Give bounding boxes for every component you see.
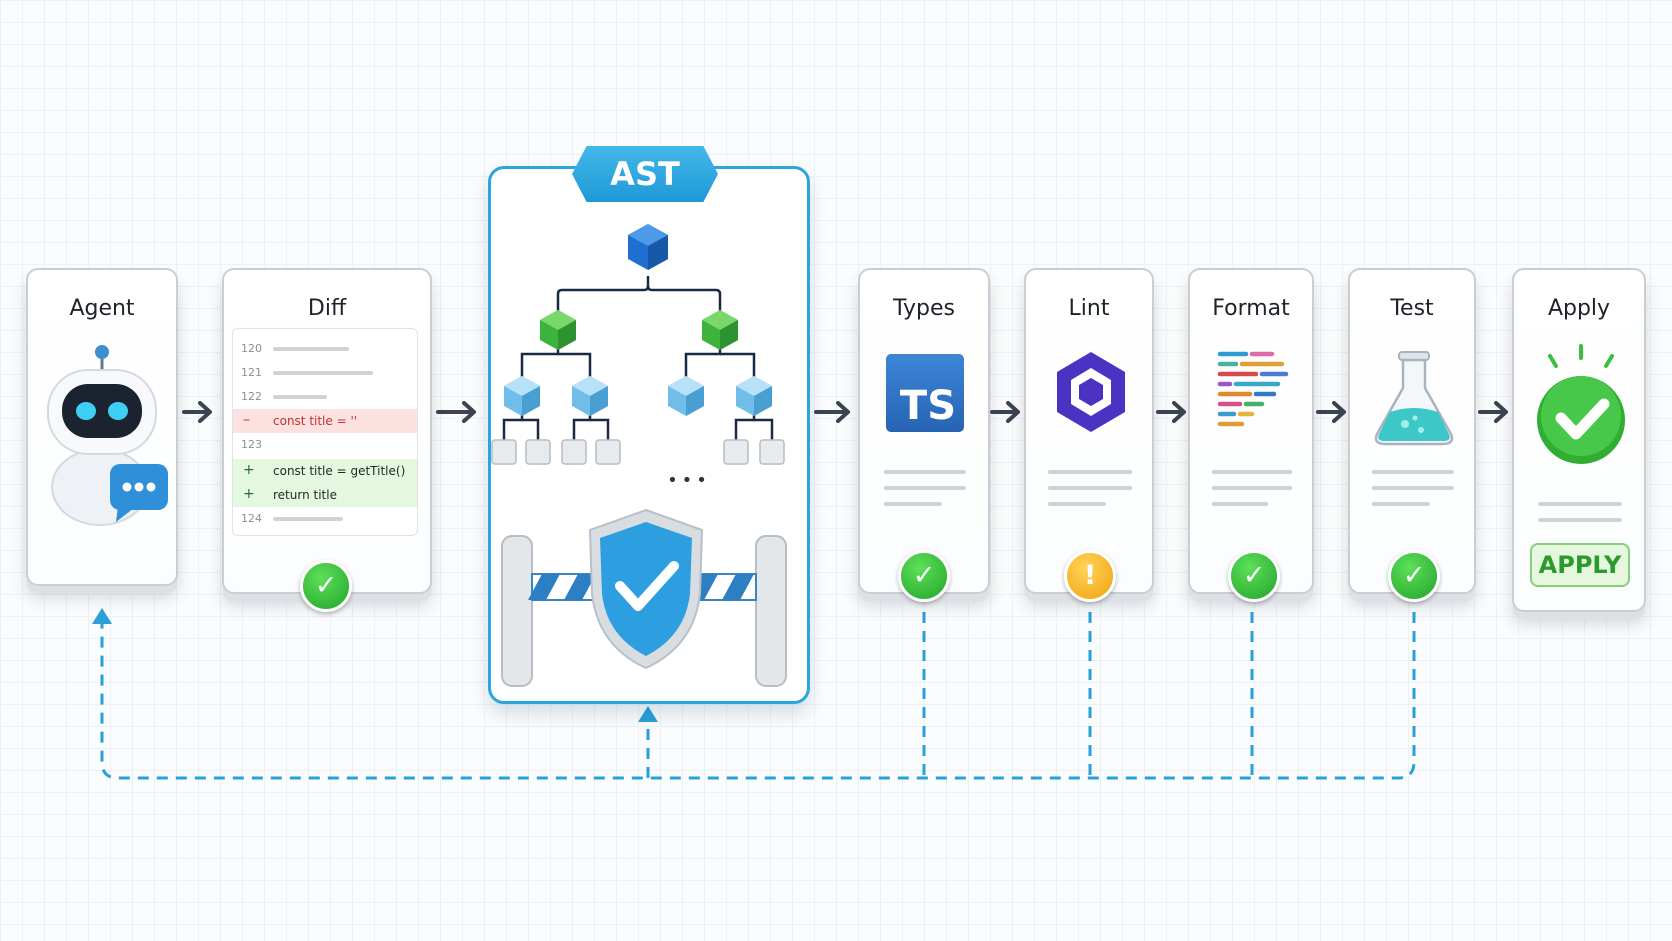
ast-leaf-node [668,376,704,416]
types-logo-text: TS [899,383,956,429]
format-title: Format [1212,296,1290,321]
types-card: Types TS [858,268,990,594]
ast-branch-node [702,310,738,350]
chat-bubble-icon [110,464,168,522]
test-card: Test [1348,268,1476,594]
check-circle-icon [1537,344,1625,464]
arrow-lint-format [1156,401,1186,423]
ast-leaf-node [736,376,772,416]
types-title: Types [893,296,955,321]
diff-status-check-icon: ✓ [300,560,352,612]
arrow-test-apply [1478,401,1508,423]
ast-leaf-node [572,376,608,416]
format-card: Format [1188,268,1314,594]
diff-line: 122 [233,385,417,409]
flow-arrows [182,401,1508,423]
code-lines-icon [1217,351,1289,427]
lint-status-warning-icon: ! [1064,550,1116,602]
diff-title: Diff [307,296,347,321]
apply-button[interactable]: APPLY [1530,543,1630,587]
format-status-check-icon: ✓ [1228,550,1280,602]
test-status-check-icon: ✓ [1388,550,1440,602]
robot-icon [47,345,168,526]
arrow-ast-types [814,401,850,423]
ast-terminal-nodes [491,439,785,465]
diff-line-added: +return title [233,483,417,507]
ast-branch-node [540,310,576,350]
arrow-types-lint [990,401,1020,423]
agent-title: Agent [69,296,135,321]
diff-line-removed: –const title = '' [233,409,417,433]
ast-title: AST [572,146,718,202]
diff-panel: 120 121 122 –const title = '' 123 +const… [232,328,418,536]
hexagon-icon [1057,352,1125,432]
diff-line: 120 [233,337,417,361]
arrow-diff-ast [436,401,476,423]
apply-title: Apply [1547,296,1611,321]
feedback-loop [100,612,1416,780]
ast-ellipsis: ••• [667,470,711,491]
ast-root-node [628,224,668,270]
lint-card: Lint [1024,268,1154,594]
arrow-format-test [1316,401,1346,423]
ast-tree-icon [491,224,787,687]
diff-line: 123 [241,438,262,451]
shield-check-icon [588,508,704,670]
lint-title: Lint [1068,296,1110,321]
ast-leaf-node [504,376,540,416]
flask-icon [1374,351,1454,446]
test-title: Test [1390,296,1434,321]
arrow-agent-diff [182,401,212,423]
feedback-arrowhead-agent [92,608,112,624]
feedback-arrowhead-ast [638,706,658,722]
typescript-icon: TS [886,354,964,432]
diff-line: 121 [233,361,417,385]
types-status-check-icon: ✓ [898,550,950,602]
agent-card: Agent [26,268,178,586]
diff-line: 124 [233,507,417,531]
diff-line-added: +const title = getTitle() [233,459,417,483]
